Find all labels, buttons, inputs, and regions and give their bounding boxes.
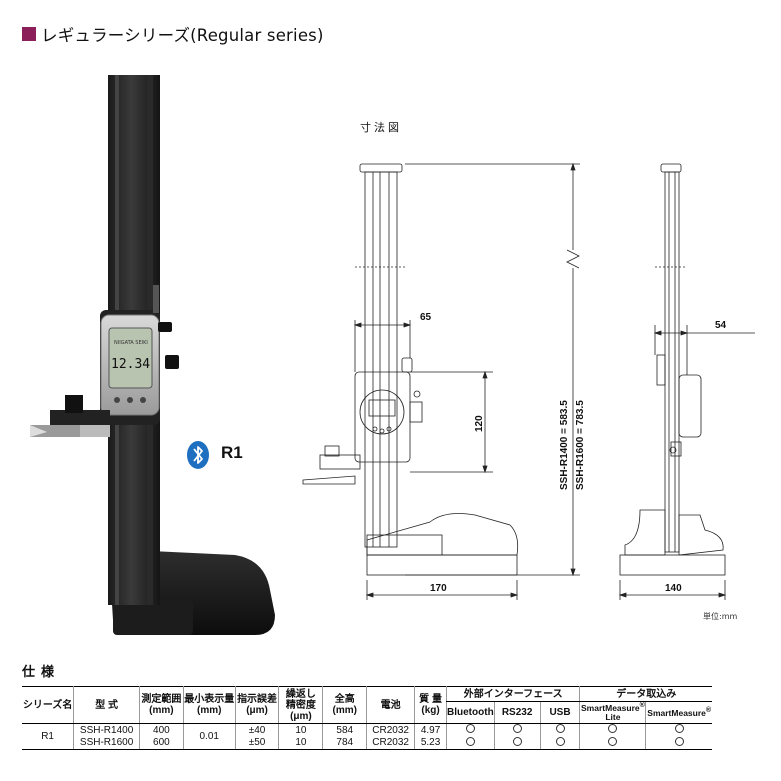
dim-54: 54 [715,320,727,331]
cell-battery: CR2032 [366,723,415,737]
spec-table: シリーズ名 型 式 測定範囲(mm) 最小表示量(mm) 指示誤差(μm) 繰返… [22,686,712,750]
th-smartmeasure-lite: SmartMeasure®Lite [579,701,646,724]
cell-error: ±40 [234,723,279,737]
cell-repeat: 10 [278,736,323,750]
th-range: 測定範囲(mm) [138,686,184,724]
available-circle-icon [512,724,522,734]
th-total-height: 全高(mm) [322,686,367,724]
available-circle-icon [674,736,684,746]
photo-brand: NIIGATA SEIKI [114,340,148,346]
available-circle-icon [555,724,565,734]
table-row: R1 SSH-R1400 400 0.01 ±40 10 584 CR2032 … [22,723,712,750]
title-square-icon [22,27,36,41]
unit-label: 単位:mm [703,612,738,621]
bluetooth-icon [187,441,209,469]
th-model: 型 式 [73,686,140,724]
th-rs232: RS232 [493,701,541,724]
cell-error: ±50 [234,736,279,750]
available-circle-icon [608,736,618,746]
cell-range: 400 [138,723,184,737]
th-repeat: 繰返し精密度(μm) [278,686,323,724]
dim-height-r1400: SSH-R1400 = 583.5 [559,400,570,490]
cell-total: 784 [322,736,367,750]
available-circle-icon [465,736,475,746]
available-circle-icon [555,736,565,746]
cell-series: R1 [22,723,74,750]
th-battery: 電池 [366,686,415,724]
th-mass: 質 量(kg) [414,686,447,724]
cell-mass: 4.97 [414,723,447,737]
cell-resolution: 0.01 [182,723,236,750]
series-title: レギュラーシリーズ(Regular series) [22,22,324,46]
th-error: 指示誤差(μm) [234,686,279,724]
dim-170: 170 [430,583,447,594]
available-circle-icon [465,724,475,734]
dim-height-r1600: SSH-R1600 = 783.5 [575,400,586,490]
available-circle-icon [608,724,618,734]
th-interface-group: 外部インターフェース [446,686,580,702]
table-row: SSH-R1600 600 ±50 10 784 CR2032 5.23 [22,736,712,750]
th-smartmeasure: SmartMeasure® [645,701,712,724]
cell-model: SSH-R1400 [73,723,140,737]
th-data-group: データ取込み [579,686,712,702]
cell-total: 584 [322,723,367,737]
th-usb: USB [539,701,580,724]
available-circle-icon [674,724,684,734]
spec-title: 仕様 [22,665,61,680]
th-series: シリーズ名 [22,686,74,724]
series-title-text: レギュラーシリーズ(Regular series) [41,26,324,45]
dim-140: 140 [665,583,682,594]
photo-display: 12.34 [111,357,150,372]
cell-range: 600 [138,736,184,750]
cell-repeat: 10 [278,723,323,737]
dim-65: 65 [420,312,432,323]
available-circle-icon [512,736,522,746]
th-bluetooth: Bluetooth [446,701,495,724]
drawing-title: 寸法図 [360,121,402,134]
cell-model: SSH-R1600 [73,736,140,750]
dimension-drawing: 65 120 SSH-R1400 = 583.5 SSH-R1600 = 783… [302,162,755,600]
model-label: R1 [221,443,243,462]
cell-battery: CR2032 [366,736,415,750]
th-resolution: 最小表示量(mm) [182,686,236,724]
dim-120: 120 [474,415,485,432]
cell-mass: 5.23 [414,736,447,750]
product-photo: NIIGATA SEIKI 12.34 [30,75,275,635]
